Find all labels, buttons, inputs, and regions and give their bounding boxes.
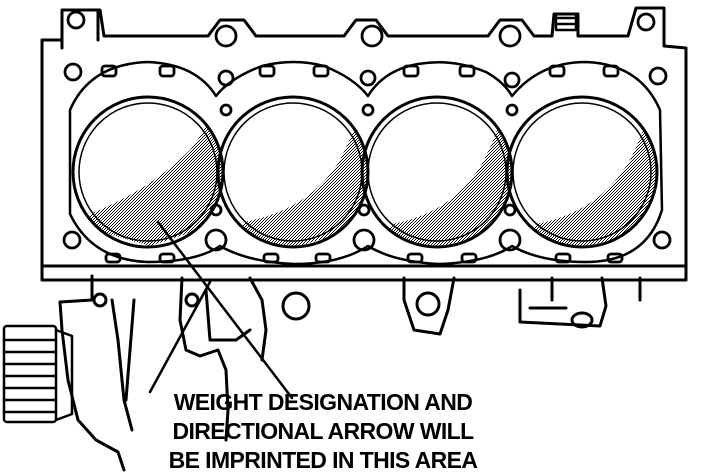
caption-line-3: BE IMPRINTED IN THIS AREA	[168, 447, 478, 473]
cylinder-bore-1	[71, 95, 225, 249]
caption: WEIGHT DESIGNATION AND DIRECTIONAL ARROW…	[118, 388, 528, 475]
cylinder-bore-3	[360, 95, 514, 249]
cylinder-bore-2	[216, 95, 370, 249]
gear-icon	[2, 324, 74, 424]
dowel-stud	[554, 12, 578, 32]
leader-lines	[148, 220, 294, 400]
caption-line-2: DIRECTIONAL ARROW WILL	[172, 418, 474, 444]
water-jacket	[68, 60, 664, 266]
block-deck-outline	[40, 6, 688, 282]
caption-line-1: WEIGHT DESIGNATION AND	[173, 389, 473, 415]
cylinder-bore-4	[505, 95, 659, 249]
crankcase-skirt	[58, 274, 642, 472]
